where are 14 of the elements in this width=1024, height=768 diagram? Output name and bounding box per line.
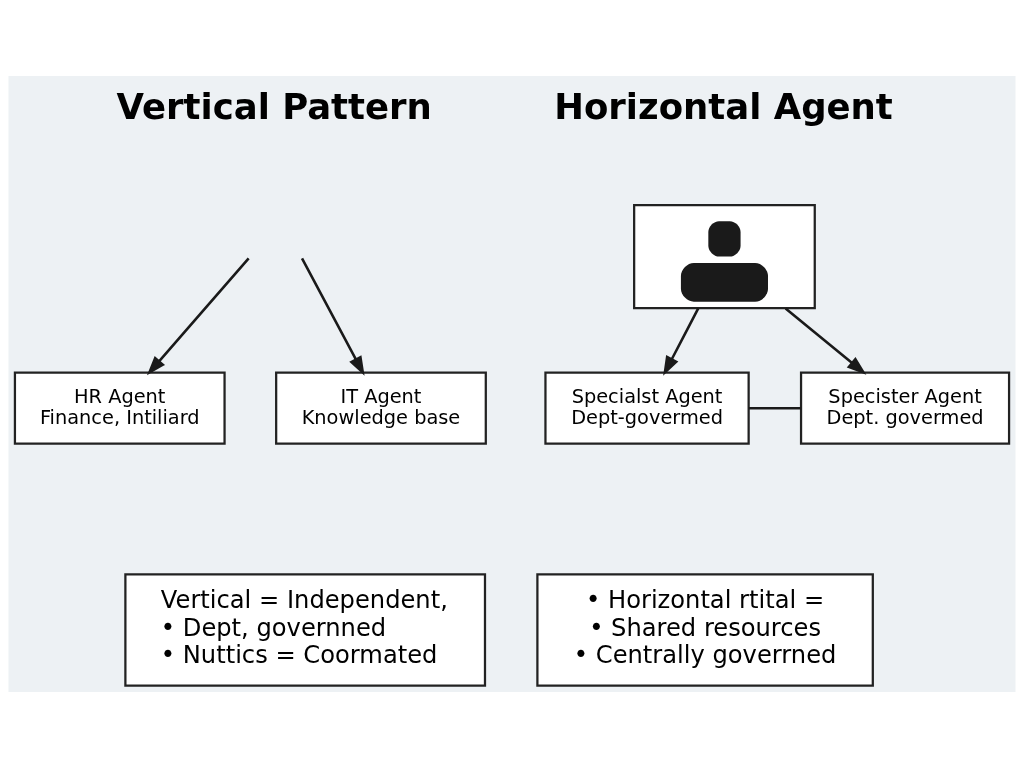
node-box: • Horizontal rtital = • Shared resources • Centrally goverrned xyxy=(536,573,874,687)
node-box: HR Agent Finance, Intiliard xyxy=(13,371,226,445)
label: Vertical Pattern xyxy=(116,85,432,127)
arrow xyxy=(784,307,867,375)
node-box: IT Agent Knowledge base xyxy=(275,371,487,445)
arrow xyxy=(300,257,365,376)
node-box: Vertical = Independent, • Dept, governned • Nuttics = Coormated xyxy=(124,573,487,687)
node-person xyxy=(633,203,816,310)
arrow xyxy=(146,257,250,376)
node-box: Specister Agent Dept. govermed xyxy=(799,371,1011,445)
connector xyxy=(748,406,801,410)
arrow xyxy=(663,307,700,376)
node-box: Specialst Agent Dept-govermed xyxy=(544,371,750,445)
label: Horizontal Agent xyxy=(554,85,893,127)
